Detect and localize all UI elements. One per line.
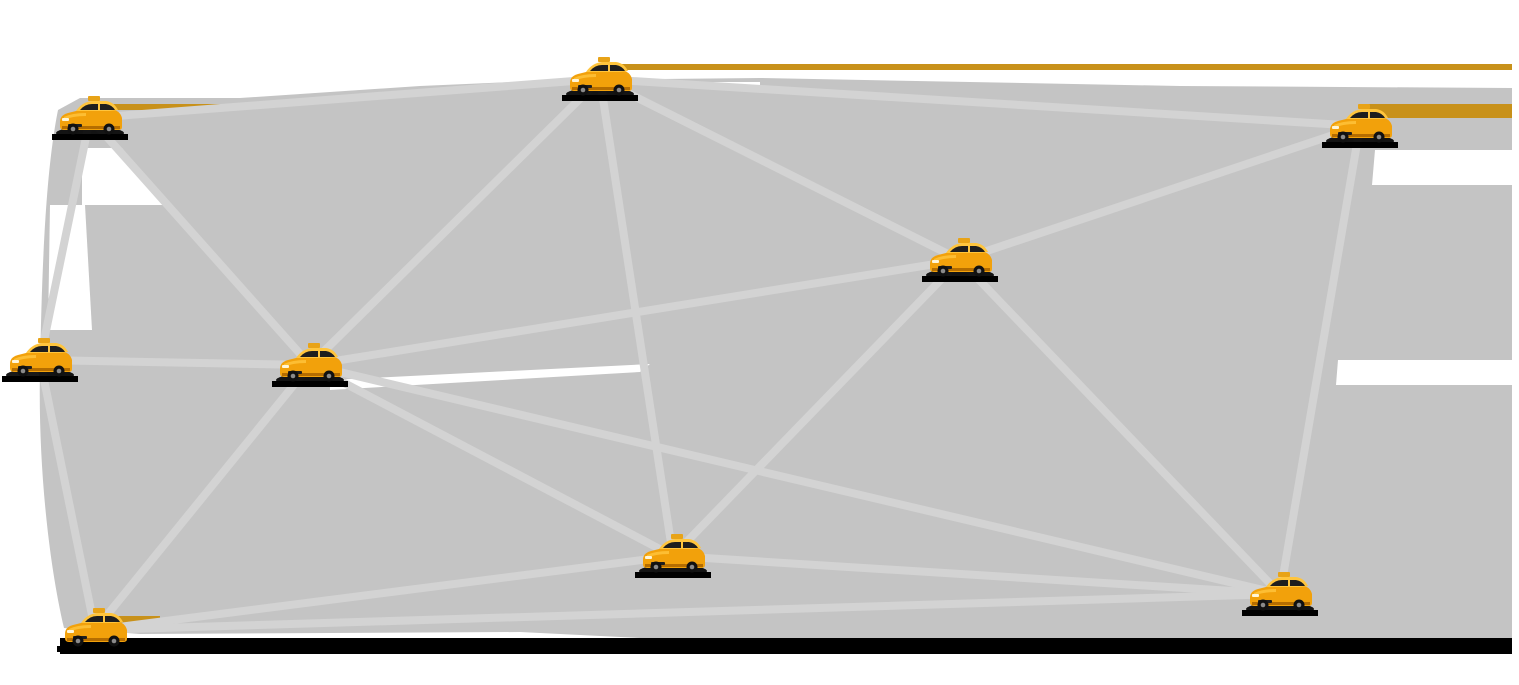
region-gap-3 (330, 364, 650, 390)
car-9-node (57, 608, 133, 652)
taxi-car-icon (635, 534, 711, 578)
car-3-node (1322, 104, 1398, 148)
region-gap-1 (82, 148, 168, 205)
link-car-6-car-8 (956, 256, 1284, 598)
taxi-car-icon (272, 343, 348, 387)
ground-strip (60, 638, 1512, 654)
link-car-2-car-5 (306, 75, 604, 369)
streak-1 (600, 64, 1512, 70)
link-car-5-car-9 (91, 361, 314, 634)
link-car-2-car-3 (596, 75, 1364, 130)
links-layer (36, 75, 1364, 634)
link-car-1-car-2 (86, 75, 604, 122)
streak-4 (96, 616, 160, 624)
coverage-region (39, 78, 1512, 648)
region-layer (39, 64, 1512, 654)
taxi-car-icon (57, 608, 133, 652)
link-car-1-car-4 (36, 114, 94, 364)
link-car-5-car-7 (306, 361, 677, 560)
taxi-car-icon (2, 338, 78, 382)
car-7-node (635, 534, 711, 578)
link-car-3-car-6 (956, 122, 1364, 264)
link-car-8-car-9 (91, 590, 1284, 634)
link-car-4-car-9 (36, 356, 99, 634)
taxi-car-icon (922, 238, 998, 282)
car-8-node (1242, 572, 1318, 616)
link-car-4-car-5 (36, 356, 314, 369)
streak-3 (90, 104, 240, 110)
link-car-5-car-8 (306, 361, 1284, 598)
link-car-1-car-5 (86, 114, 314, 369)
link-car-5-car-6 (306, 256, 964, 369)
taxi-car-icon (52, 96, 128, 140)
streak-2 (1362, 104, 1512, 118)
nodes-layer (2, 57, 1398, 652)
link-car-6-car-7 (669, 256, 964, 560)
taxi-car-icon (562, 57, 638, 101)
link-car-2-car-7 (596, 75, 677, 560)
link-car-3-car-8 (1276, 122, 1364, 598)
region-gap-4 (1336, 360, 1512, 385)
link-car-7-car-8 (669, 552, 1284, 598)
car-2-node (562, 57, 638, 101)
taxi-car-icon (1242, 572, 1318, 616)
region-gap-5 (1372, 150, 1512, 185)
region-gap-2 (48, 205, 92, 330)
car-1-node (52, 96, 128, 140)
taxi-car-icon (1322, 104, 1398, 148)
car-4-node (2, 338, 78, 382)
link-car-2-car-6 (596, 75, 964, 264)
car-6-node (922, 238, 998, 282)
car-5-node (272, 343, 348, 387)
link-car-7-car-9 (91, 552, 677, 634)
